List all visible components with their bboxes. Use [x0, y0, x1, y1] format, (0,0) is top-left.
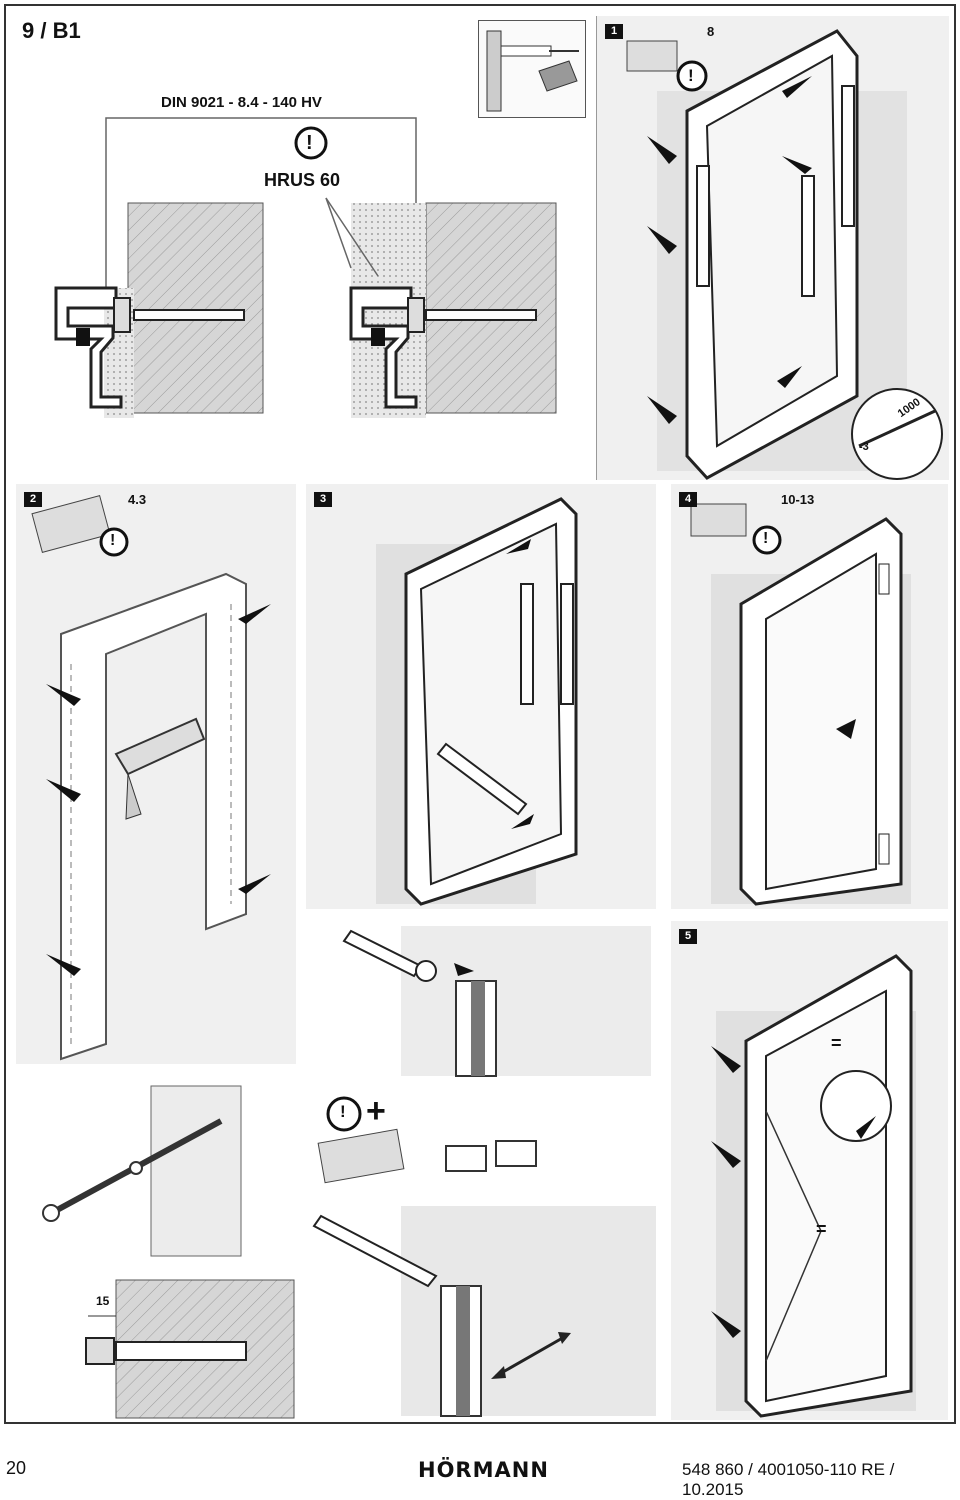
drill-detail-inset — [478, 20, 586, 118]
step-3-drawing — [376, 497, 578, 906]
dimension-label: 15 — [96, 1294, 110, 1308]
warning-icon: ! — [763, 530, 769, 547]
step-4-reference: 10-13 — [781, 492, 815, 507]
document-reference: 548 860 / 4001050-110 RE / 10.2015 — [682, 1460, 895, 1499]
step-5-drawing — [711, 954, 916, 1418]
step-2-drawing — [31, 495, 271, 1061]
warning-icon: ! — [688, 66, 694, 85]
warning-icon: ! — [340, 1102, 346, 1121]
anchor-detail-panel — [16, 1076, 296, 1266]
warning-icon: ! — [110, 532, 116, 549]
anchor-detail-drawing — [42, 1085, 242, 1257]
instruction-sheet: 9 / B1 — [4, 4, 956, 1424]
step-4-panel: 4 10-13 ! — [671, 484, 948, 909]
step-5-number: 5 — [679, 929, 697, 944]
equal-sign-bottom: = — [816, 1219, 827, 1239]
wrench-detail-panel — [306, 921, 656, 1079]
screw-spec-label: DIN 9021 - 8.4 - 140 HV — [161, 94, 322, 111]
step-4-drawing — [690, 503, 911, 906]
equal-sign-top: = — [831, 1033, 842, 1053]
step-1-panel: 1 8 ! 1000 -3 — [596, 16, 949, 480]
wall-section-panel: DIN 9021 - 8.4 - 140 HV ! HRUS 60 — [16, 88, 596, 470]
dowel-section-drawing — [85, 1279, 295, 1419]
compound-label: HRUS 60 — [264, 170, 341, 190]
wrench-detail-drawing — [342, 926, 651, 1077]
step-3-panel: 3 — [306, 484, 656, 909]
page-number: 20 — [6, 1458, 27, 1478]
step-5-panel: 5 = = — [671, 921, 948, 1420]
step-1-number: 1 — [605, 24, 623, 39]
step-1-drawing — [626, 29, 943, 480]
dowel-section-panel: 15 — [16, 1272, 296, 1420]
step-2-reference: 4.3 — [128, 492, 147, 507]
drill-detail-drawing — [486, 30, 579, 112]
step-2-panel: 2 4.3 ! — [16, 484, 296, 1064]
step-1-reference: 8 — [707, 24, 715, 39]
step-2-number: 2 — [24, 492, 42, 507]
page-title: 9 / B1 — [22, 18, 81, 43]
step-3-number: 3 — [314, 492, 332, 507]
brand-logo: HÖRMANN — [418, 1458, 549, 1482]
step-4-number: 4 — [679, 492, 697, 507]
gauge-label-bottom: -3 — [859, 441, 869, 453]
plus-icon: + — [366, 1092, 386, 1130]
shims-detail-panel: ! + — [306, 1086, 656, 1420]
wall-section-drawing — [54, 117, 557, 418]
shims-detail-drawing — [312, 1096, 656, 1417]
warning-icon: ! — [306, 132, 313, 154]
